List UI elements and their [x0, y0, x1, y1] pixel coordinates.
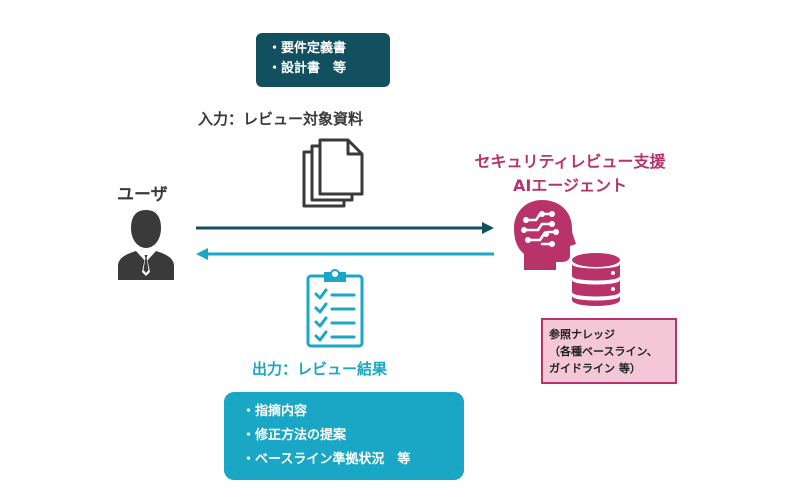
request-arrow	[196, 222, 494, 234]
input-label: 入力：レビュー対象資料	[198, 110, 364, 128]
output-item: ・指摘内容	[242, 404, 308, 419]
database-icon	[572, 253, 620, 306]
output-item: ・修正方法の提案	[242, 428, 347, 443]
input-documents-box: ・要件定義書 ・設計書 等	[256, 33, 390, 87]
agent-title-line: AIエージェント	[512, 176, 628, 195]
knowledge-line: （各種ベースライン、	[549, 345, 658, 358]
clipboard-checklist-icon	[306, 269, 364, 348]
agent-title: セキュリティレビュー支援 AIエージェント	[452, 150, 688, 198]
knowledge-line: 参照ナレッジ	[549, 328, 615, 341]
ai-brain-head-icon	[514, 200, 576, 270]
arrows	[196, 222, 494, 260]
input-item: ・設計書 等	[268, 61, 347, 76]
user-icon	[118, 210, 174, 280]
reference-knowledge-box: 参照ナレッジ （各種ベースライン、 ガイドライン 等）	[541, 318, 677, 384]
output-results-box: ・指摘内容 ・修正方法の提案 ・ベースライン準拠状況 等	[224, 392, 464, 480]
response-arrow	[196, 248, 494, 260]
knowledge-line: ガイドライン 等）	[549, 362, 641, 375]
input-item: ・要件定義書	[268, 41, 347, 56]
user-label: ユーザ	[117, 185, 168, 205]
output-label: 出力：レビュー結果	[252, 360, 388, 378]
output-item: ・ベースライン準拠状況 等	[242, 452, 411, 467]
documents-icon	[302, 138, 364, 208]
agent-title-line: セキュリティレビュー支援	[474, 152, 666, 171]
